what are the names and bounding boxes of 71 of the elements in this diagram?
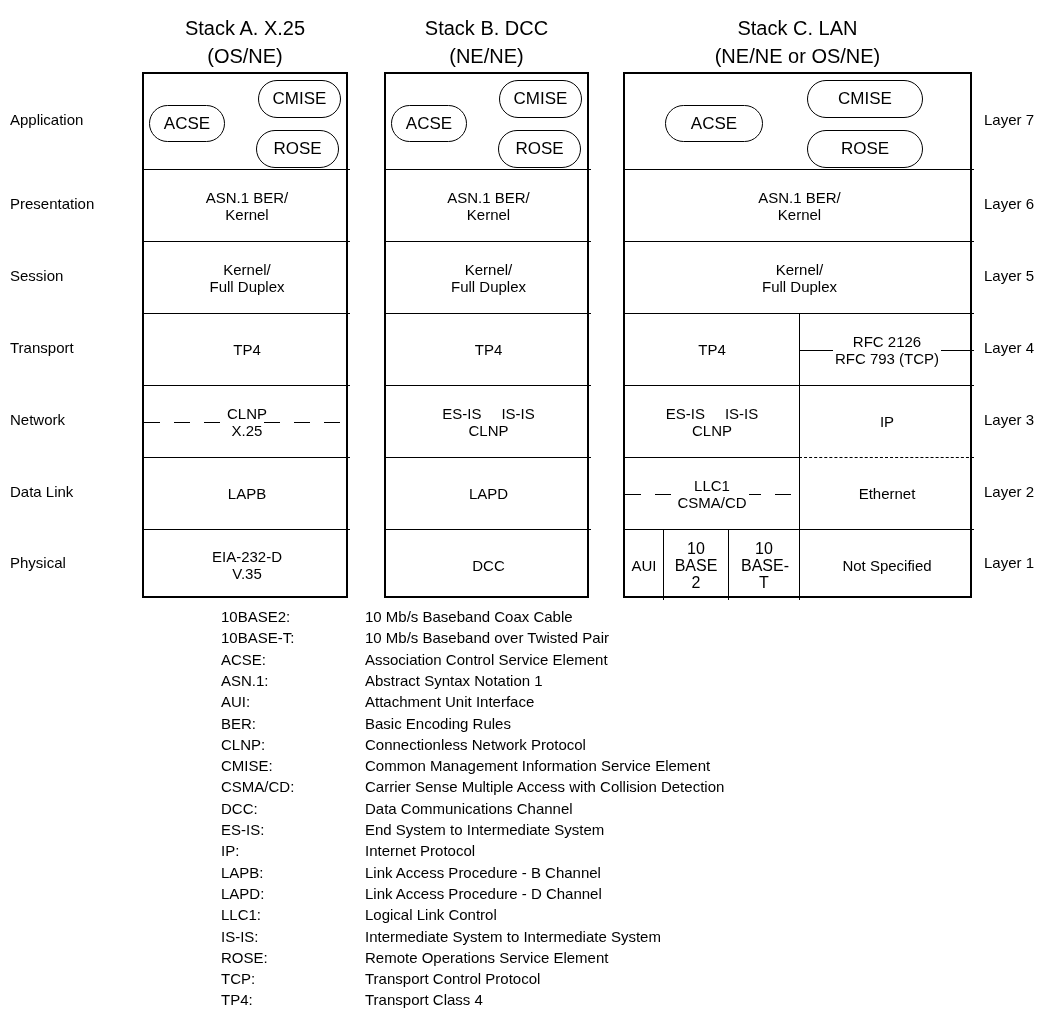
glossary-term: CMISE: bbox=[221, 757, 273, 776]
stack-heading: Stack A. X.25 (OS/NE) bbox=[183, 16, 307, 69]
glossary-term: TCP: bbox=[221, 970, 256, 989]
glossary-definition: Link Access Procedure - B Channel bbox=[365, 863, 601, 882]
layer-cell bbox=[799, 314, 974, 386]
glossary-term: ROSE: bbox=[221, 948, 268, 967]
glossary-definition: 10 Mb/s Baseband Coax Cable bbox=[365, 608, 573, 626]
glossary-term: 10BASE-T: bbox=[221, 629, 295, 648]
layer-number: Layer 4 bbox=[984, 339, 1035, 357]
glossary-term: 10BASE2: bbox=[221, 608, 291, 626]
glossary-term: LAPD: bbox=[221, 884, 265, 903]
glossary-definition: Link Access Procedure - D Channel bbox=[365, 884, 602, 903]
protocol-name: CMISE bbox=[837, 89, 893, 109]
layer-number: Layer 5 bbox=[984, 267, 1035, 285]
glossary-definition: Transport Class 4 bbox=[365, 991, 483, 1010]
glossary-definition: 10 Mb/s Baseband over Twisted Pair bbox=[365, 629, 610, 648]
layer-name: Session bbox=[10, 267, 64, 285]
layer-number: Layer 7 bbox=[984, 111, 1035, 129]
glossary-definition: Remote Operations Service Element bbox=[365, 948, 609, 967]
layer-name: Physical bbox=[10, 554, 66, 572]
glossary-definition: Data Communications Channel bbox=[365, 799, 573, 818]
protocol-name: ACSE bbox=[162, 113, 212, 134]
protocol-name: CMISE bbox=[512, 89, 569, 109]
glossary-term: LAPB: bbox=[221, 863, 264, 882]
glossary-definition: Intermediate System to Intermediate System bbox=[365, 927, 661, 946]
stack-heading: Stack B. DCC (NE/NE) bbox=[423, 16, 550, 69]
glossary-term: CSMA/CD: bbox=[221, 778, 295, 797]
glossary-definition: Basic Encoding Rules bbox=[365, 714, 511, 733]
glossary-definition: Common Management Information Service Element bbox=[365, 757, 711, 776]
protocol-name: ROSE bbox=[839, 139, 891, 159]
stack-heading: Stack C. LAN (NE/NE or OS/NE) bbox=[713, 16, 882, 69]
glossary-term: IS-IS: bbox=[221, 927, 259, 946]
glossary-term: ASN.1: bbox=[221, 671, 269, 690]
protocol-name: CSMA/CD bbox=[675, 493, 749, 511]
glossary-definition: Carrier Sense Multiple Access with Collision Detection bbox=[365, 778, 725, 797]
glossary-term: ES-IS: bbox=[221, 821, 265, 839]
layer-cell bbox=[799, 458, 974, 530]
layer-number: Layer 1 bbox=[984, 554, 1035, 572]
protocol-name: ACSE bbox=[689, 113, 739, 134]
protocol-name: 10 BASE-T bbox=[741, 539, 787, 591]
glossary-term: CLNP: bbox=[221, 735, 266, 754]
protocol-name: 10 BASE 2 bbox=[673, 539, 719, 591]
layer-number: Layer 6 bbox=[984, 195, 1035, 213]
protocol-name: ROSE bbox=[514, 139, 565, 159]
layer-name: Presentation bbox=[10, 195, 95, 213]
glossary-term: ACSE: bbox=[221, 650, 266, 669]
glossary-term: LLC1: bbox=[221, 906, 262, 925]
glossary-definition: Attachment Unit Interface bbox=[365, 693, 535, 712]
layer-cell bbox=[799, 386, 974, 458]
glossary-definition: End System to Intermediate System bbox=[365, 821, 605, 839]
protocol-name: RFC 793 (TCP) bbox=[832, 349, 942, 367]
layer-name: Network bbox=[10, 411, 65, 429]
protocol-name: ROSE bbox=[272, 139, 323, 159]
glossary-term: BER: bbox=[221, 714, 256, 733]
layer-name: Transport bbox=[10, 339, 74, 357]
glossary-definition: Logical Link Control bbox=[365, 906, 497, 925]
glossary-definition: Transport Control Protocol bbox=[365, 970, 541, 989]
glossary-term: IP: bbox=[221, 842, 240, 861]
glossary-definition: Abstract Syntax Notation 1 bbox=[365, 671, 543, 690]
layer-name: Data Link bbox=[10, 483, 74, 501]
glossary-term: AUI: bbox=[221, 693, 251, 712]
layer-name: Application bbox=[10, 111, 84, 129]
glossary-definition: Association Control Service Element bbox=[365, 650, 608, 669]
layer-number: Layer 3 bbox=[984, 411, 1035, 429]
layer-number: Layer 2 bbox=[984, 483, 1035, 501]
glossary-term: DCC: bbox=[221, 799, 258, 818]
protocol-name: ACSE bbox=[404, 113, 454, 134]
glossary-definition: Internet Protocol bbox=[365, 842, 476, 861]
glossary-definition: Connectionless Network Protocol bbox=[365, 735, 586, 754]
protocol-name: CMISE bbox=[271, 89, 328, 109]
glossary-term: TP4: bbox=[221, 991, 253, 1010]
